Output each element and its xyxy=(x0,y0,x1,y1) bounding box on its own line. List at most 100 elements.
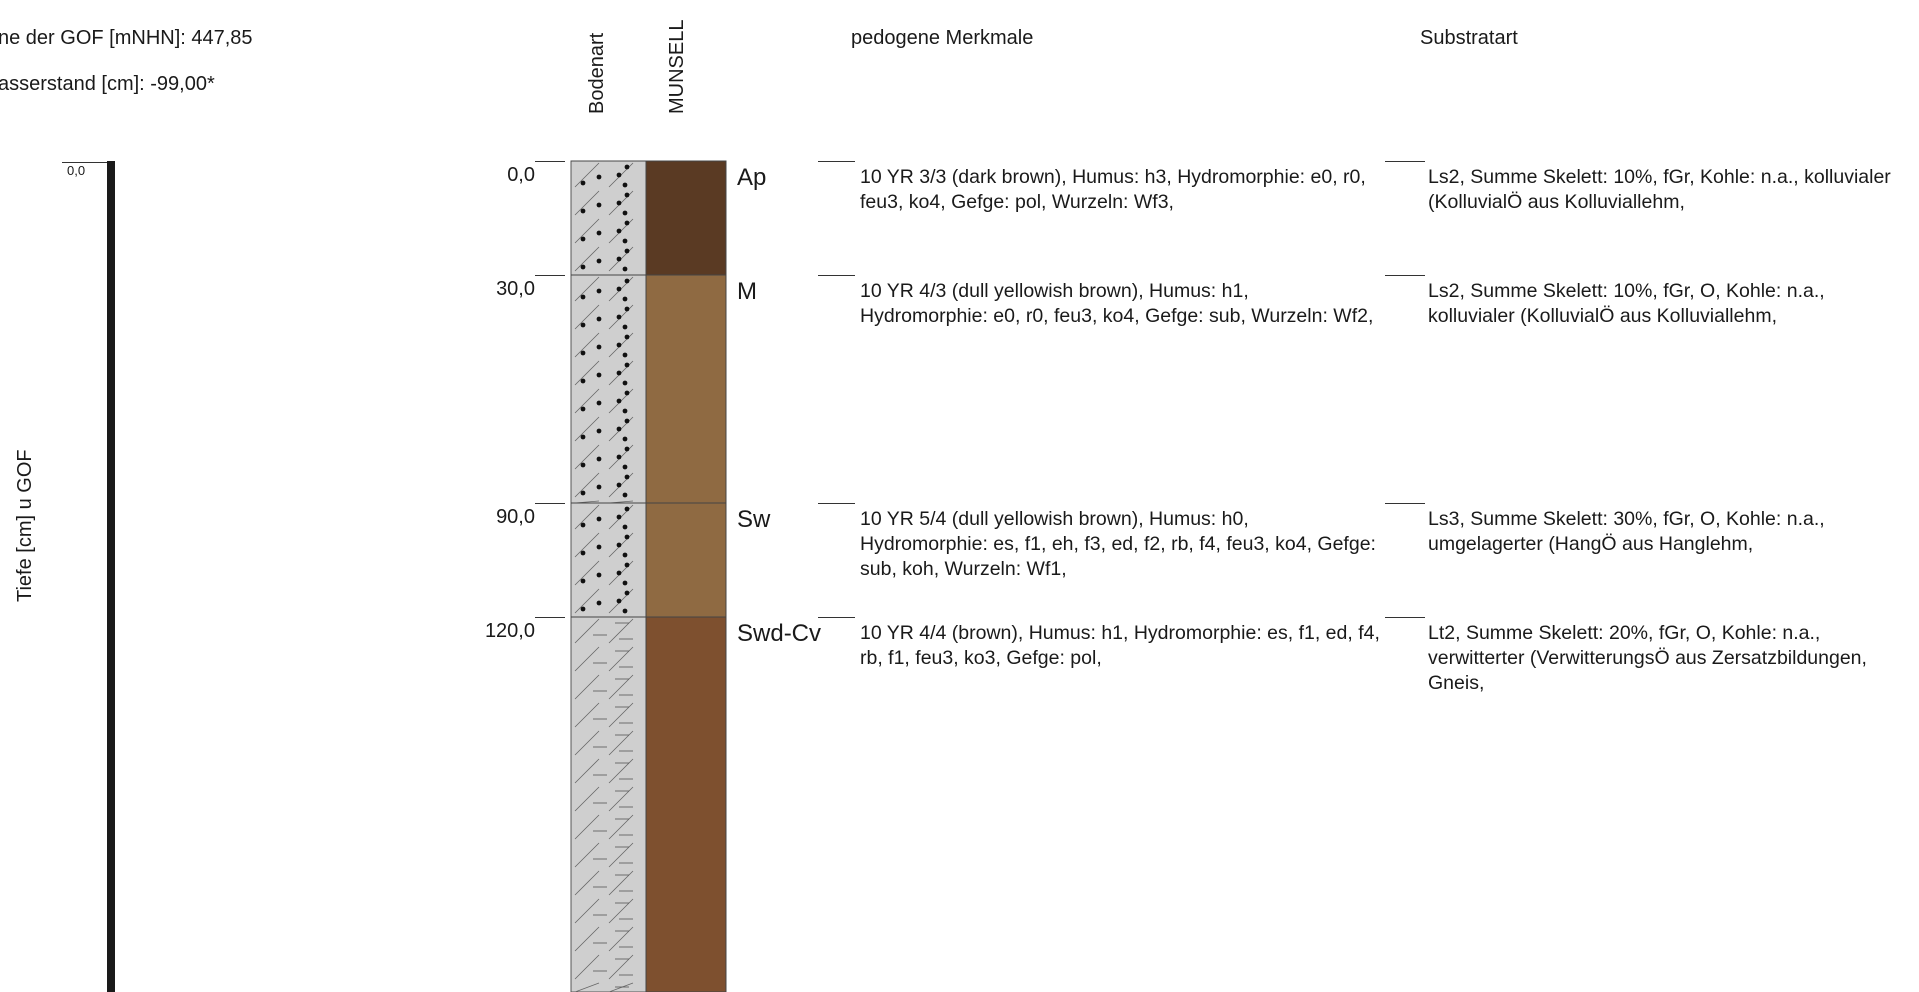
texture-dot xyxy=(580,550,586,556)
texture-dot xyxy=(624,220,630,226)
munsell-block-ap xyxy=(645,160,727,276)
texture-dot xyxy=(624,506,630,512)
texture-dot xyxy=(622,552,628,558)
texture-dot xyxy=(596,600,602,606)
texture-dot xyxy=(622,408,628,414)
texture-dot xyxy=(616,256,622,262)
texture-dot xyxy=(596,202,602,208)
texture-dot xyxy=(624,390,630,396)
texture-dot xyxy=(596,288,602,294)
texture-slash xyxy=(574,730,600,756)
munsell-block-sw xyxy=(645,502,727,618)
texture-dot xyxy=(580,406,586,412)
texture-dot xyxy=(580,294,586,300)
texture-dot xyxy=(616,370,622,376)
texture-dot xyxy=(596,428,602,434)
horizon-tick xyxy=(535,617,565,618)
texture-dot xyxy=(624,534,630,540)
texture-dot xyxy=(622,608,628,614)
texture-dot xyxy=(596,456,602,462)
texture-dot xyxy=(622,436,628,442)
texture-dot xyxy=(596,344,602,350)
texture-slash xyxy=(574,870,600,896)
horizon-tick xyxy=(535,275,565,276)
horizon-tick xyxy=(818,617,855,618)
horizon-tick xyxy=(818,161,855,162)
depth-axis-top-tick: 0,0 xyxy=(67,163,86,178)
texture-slash xyxy=(574,360,600,386)
texture-slash xyxy=(574,276,600,302)
depth-axis-tick-line xyxy=(62,162,108,163)
texture-dot xyxy=(596,316,602,322)
pedogene-description: 10 YR 5/4 (dull yellowish brown), Humus:… xyxy=(860,508,1376,580)
texture-dot xyxy=(622,380,628,386)
texture-slash xyxy=(574,786,600,812)
substrat-description: Ls2, Summe Skelett: 10%, fGr, O, Kohle: … xyxy=(1428,280,1825,327)
texture-dot xyxy=(616,200,622,206)
texture-dot xyxy=(622,182,628,188)
texture-dot xyxy=(580,350,586,356)
texture-slash xyxy=(574,898,600,924)
texture-dot xyxy=(580,606,586,612)
texture-slash xyxy=(574,246,600,272)
texture-dot xyxy=(622,238,628,244)
texture-dot xyxy=(622,580,628,586)
texture-dot xyxy=(580,522,586,528)
texture-slash xyxy=(574,504,600,530)
bodenart-fill-swd-cv xyxy=(570,616,647,992)
texture-dot xyxy=(596,516,602,522)
horizon-depth-label: 30,0 xyxy=(496,278,535,300)
munsell-block-m xyxy=(645,274,727,504)
horizon-tick xyxy=(1385,503,1425,504)
texture-slash xyxy=(574,758,600,784)
texture-dot xyxy=(580,434,586,440)
horizon-tick xyxy=(535,503,565,504)
texture-slash xyxy=(574,304,600,330)
texture-dot xyxy=(596,572,602,578)
texture-slash xyxy=(574,646,600,672)
texture-dot xyxy=(616,570,622,576)
texture-dot xyxy=(624,562,630,568)
texture-dot xyxy=(596,174,602,180)
bodenart-fill-ap xyxy=(570,160,647,276)
texture-slash xyxy=(574,954,600,980)
texture-dot xyxy=(622,296,628,302)
horizon-name: Ap xyxy=(737,164,767,191)
texture-dot xyxy=(624,446,630,452)
texture-slash xyxy=(574,674,600,700)
texture-slash xyxy=(608,982,634,992)
texture-dot xyxy=(580,462,586,468)
texture-dot xyxy=(580,490,586,496)
texture-dot xyxy=(622,266,628,272)
horizon-tick xyxy=(1385,275,1425,276)
texture-dot xyxy=(616,342,622,348)
horizon-tick xyxy=(535,161,565,162)
texture-dot xyxy=(622,210,628,216)
texture-dot xyxy=(624,306,630,312)
texture-slash xyxy=(574,842,600,868)
texture-dot xyxy=(624,590,630,596)
texture-dot xyxy=(616,286,622,292)
texture-dot xyxy=(596,230,602,236)
texture-slash xyxy=(574,926,600,952)
texture-dot xyxy=(624,418,630,424)
substrat-description: Lt2, Summe Skelett: 20%, fGr, O, Kohle: … xyxy=(1428,622,1867,694)
texture-dot xyxy=(616,314,622,320)
depth-axis-bar xyxy=(107,161,115,992)
column-header-substrat: Substratart xyxy=(1420,27,1518,49)
texture-dot xyxy=(616,398,622,404)
texture-dot xyxy=(580,378,586,384)
munsell-block-swd-cv xyxy=(645,616,727,992)
texture-slash xyxy=(574,560,600,586)
texture-dot xyxy=(580,264,586,270)
texture-slash xyxy=(574,588,600,614)
texture-dot xyxy=(616,228,622,234)
texture-slash xyxy=(574,814,600,840)
texture-dot xyxy=(596,484,602,490)
bodenart-fill-m xyxy=(570,274,647,504)
groundwater-level-label: asserstand [cm]: -99,00* xyxy=(0,73,215,95)
pedogene-description: 10 YR 3/3 (dark brown), Humus: h3, Hydro… xyxy=(860,166,1366,213)
texture-slash xyxy=(574,618,600,644)
horizon-name: M xyxy=(737,278,757,305)
